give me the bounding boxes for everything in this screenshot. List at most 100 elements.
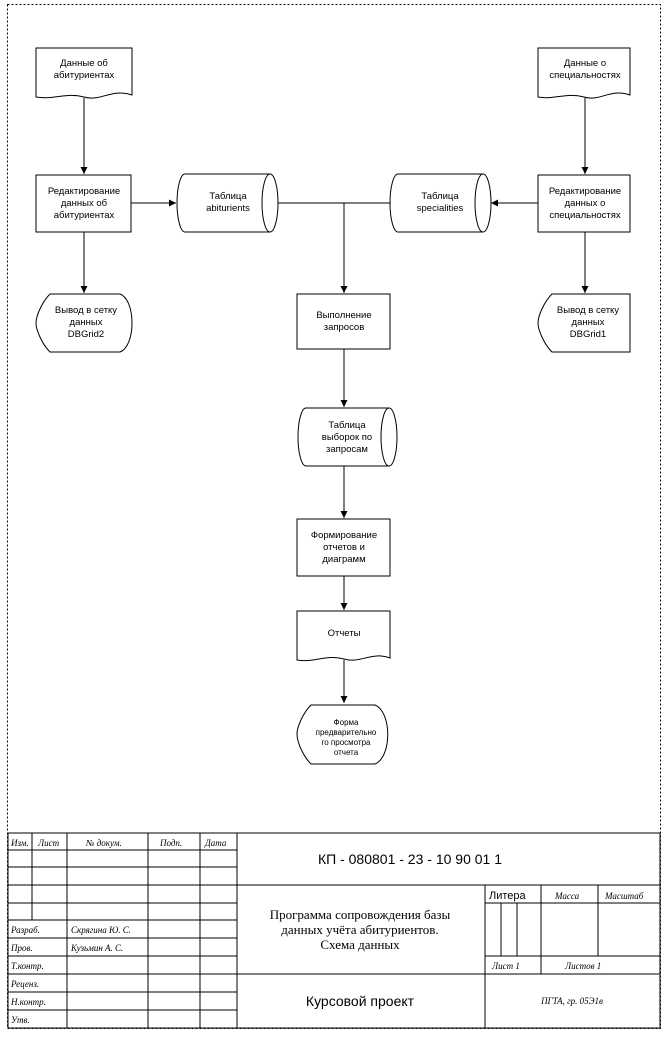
stamp-name-developer: Скрягина Ю. С. — [71, 925, 131, 935]
node-text: выборок по — [322, 432, 372, 443]
stamp-name-checker: Кузьмин А. С. — [70, 943, 123, 953]
node-text: отчетов и — [323, 542, 365, 553]
stamp-header-date: Дата — [204, 838, 227, 848]
node-text: специальностях — [549, 210, 620, 221]
node-text: Форма — [334, 718, 359, 727]
node-text: данных — [70, 317, 103, 328]
node-table-abiturients[interactable]: Таблица abiturients — [176, 173, 279, 233]
svg-text:данных: данных — [70, 317, 103, 328]
node-text: абитуриентах — [54, 210, 115, 221]
node-data-abiturients[interactable]: Данные об абитуриентах — [35, 47, 133, 99]
svg-text:абитуриентах: абитуриентах — [54, 70, 115, 81]
organization: ПГТА, гр. 05Э1в — [540, 996, 603, 1006]
node-reports[interactable]: Отчеты — [296, 610, 391, 662]
node-grid1[interactable]: Вывод в сетку данных DBGrid1 — [537, 293, 631, 353]
svg-text:специальностях: специальностях — [549, 210, 620, 221]
node-text: Таблица — [209, 191, 247, 202]
node-text: отчета — [334, 748, 359, 757]
node-text: Выполнение — [316, 310, 371, 321]
document-code: КП - 080801 - 23 - 10 90 01 1 — [318, 851, 502, 867]
stamp-sheet: Лист 1 — [491, 961, 520, 971]
node-table-selections[interactable]: Таблица выборок по запросам — [297, 407, 398, 467]
stamp-role-nkontr: Н.контр. — [10, 997, 46, 1007]
document-title-line: Программа сопровождения базы — [270, 907, 451, 922]
svg-text:Отчеты: Отчеты — [328, 628, 361, 639]
node-queries[interactable]: Выполнение запросов — [296, 293, 391, 350]
node-text: specialities — [417, 203, 464, 214]
svg-text:DBGrid2: DBGrid2 — [68, 329, 104, 340]
node-edit-abiturients[interactable]: Редактирование данных об абитуриентах — [35, 174, 132, 233]
svg-text:выборок по: выборок по — [322, 432, 372, 443]
svg-text:запросам: запросам — [326, 444, 368, 455]
svg-text:Выполнение: Выполнение — [316, 310, 371, 321]
title-block — [7, 832, 661, 1029]
node-text: Таблица — [421, 191, 459, 202]
svg-text:Данные об: Данные об — [60, 58, 108, 69]
node-text: предварительно — [316, 728, 377, 737]
stamp-header-list: Лист — [37, 838, 60, 848]
svg-text:Таблица: Таблица — [328, 420, 366, 431]
svg-text:специальностях: специальностях — [549, 70, 620, 81]
svg-text:Формирование: Формирование — [311, 530, 377, 541]
document-title-line: данных учёта абитуриентов. — [281, 922, 438, 937]
node-reports-formation[interactable]: Формирование отчетов и диаграмм — [296, 518, 391, 577]
stamp-masshtab: Масштаб — [604, 891, 644, 901]
document-title-line: Схема данных — [320, 937, 400, 952]
svg-text:отчетов и: отчетов и — [323, 542, 365, 553]
node-text: данных об — [61, 198, 108, 209]
svg-text:DBGrid1: DBGrid1 — [570, 329, 606, 340]
node-text: Таблица — [328, 420, 366, 431]
node-text: запросам — [326, 444, 368, 455]
svg-text:го просмотра: го просмотра — [322, 738, 372, 747]
svg-text:specialities: specialities — [417, 203, 464, 214]
node-table-specialities[interactable]: Таблица specialities — [389, 173, 492, 233]
project-kind: Курсовой проект — [306, 993, 415, 1009]
node-grid2[interactable]: Вывод в сетку данных DBGrid2 — [35, 293, 133, 353]
node-text: Вывод в сетку — [557, 305, 619, 316]
svg-text:Вывод в сетку: Вывод в сетку — [55, 305, 117, 316]
svg-text:абитуриентах: абитуриентах — [54, 210, 115, 221]
svg-text:abiturients: abiturients — [206, 203, 250, 214]
node-text: абитуриентах — [54, 70, 115, 81]
svg-text:отчета: отчета — [334, 748, 359, 757]
svg-text:Таблица: Таблица — [209, 191, 247, 202]
svg-text:Редактирование: Редактирование — [549, 186, 621, 197]
node-text: Редактирование — [48, 186, 120, 197]
node-text: диаграмм — [322, 554, 365, 565]
svg-text:запросов: запросов — [324, 322, 365, 333]
stamp-litera: Литера — [489, 890, 527, 902]
node-preview[interactable]: Форма предварительно го просмотра отчета — [296, 704, 389, 765]
node-data-specialities[interactable]: Данные о специальностях — [537, 47, 631, 99]
svg-text:данных: данных — [572, 317, 605, 328]
node-text: запросов — [324, 322, 365, 333]
node-text: Отчеты — [328, 628, 361, 639]
node-text: DBGrid1 — [570, 329, 606, 340]
svg-text:данных о: данных о — [565, 198, 606, 209]
node-edit-specialities[interactable]: Редактирование данных о специальностях — [537, 174, 631, 233]
stamp-header-podp: Подп. — [159, 838, 182, 848]
svg-text:предварительно: предварительно — [316, 728, 377, 737]
node-text: го просмотра — [322, 738, 372, 747]
stamp-header-doc: № докум. — [85, 838, 122, 848]
stamp-role-prov: Пров. — [10, 943, 33, 953]
stamp-header-izm: Изм. — [10, 838, 29, 848]
svg-text:Таблица: Таблица — [421, 191, 459, 202]
node-text: Формирование — [311, 530, 377, 541]
svg-text:диаграмм: диаграмм — [322, 554, 365, 565]
node-text: Вывод в сетку — [55, 305, 117, 316]
stamp-sheets-total: Листов 1 — [564, 961, 601, 971]
svg-text:Редактирование: Редактирование — [48, 186, 120, 197]
node-text: DBGrid2 — [68, 329, 104, 340]
node-text: Редактирование — [549, 186, 621, 197]
node-text: abiturients — [206, 203, 250, 214]
stamp-role-utv: Утв. — [11, 1015, 30, 1025]
svg-text:данных об: данных об — [61, 198, 108, 209]
node-text: данных о — [565, 198, 606, 209]
svg-text:Данные о: Данные о — [564, 58, 606, 69]
svg-text:Вывод в сетку: Вывод в сетку — [557, 305, 619, 316]
svg-text:Форма: Форма — [334, 718, 359, 727]
node-text: данных — [572, 317, 605, 328]
stamp-role-razrab: Разраб. — [10, 925, 40, 935]
